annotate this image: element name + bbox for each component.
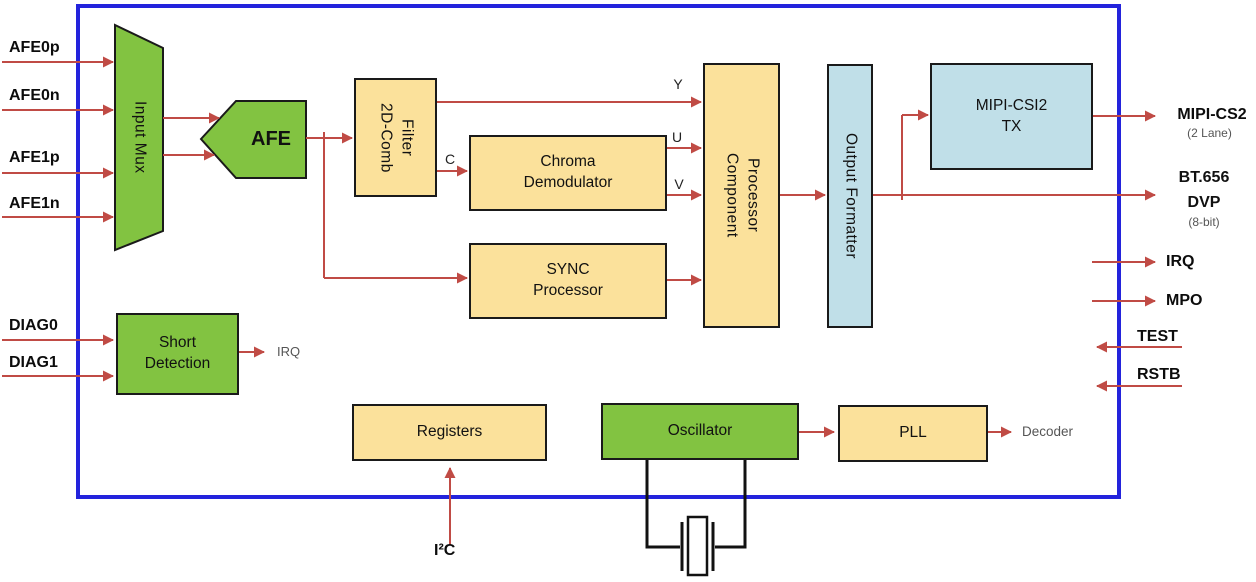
signal-label-decoder: Decoder bbox=[1022, 424, 1074, 439]
port-label-bt656-group: BT.656 DVP (8-bit) bbox=[1156, 167, 1252, 230]
block-short-detection-label: Short Detection bbox=[144, 334, 211, 372]
block-output-formatter: Output Formatter bbox=[827, 64, 873, 328]
signal-label-u: U bbox=[671, 129, 683, 145]
port-label-rstb: RSTB bbox=[1137, 366, 1181, 383]
port-label-afe0p: AFE0p bbox=[9, 39, 60, 56]
port-label-mipi-cs2: MIPI-CS2 bbox=[1177, 106, 1247, 123]
signal-label-v: V bbox=[674, 176, 684, 192]
port-label-afe1p: AFE1p bbox=[9, 149, 60, 166]
signal-label-irq-short: IRQ bbox=[277, 344, 301, 359]
block-short-detection: Short Detection bbox=[116, 313, 239, 395]
crystal-symbol bbox=[645, 458, 747, 577]
port-sublabel-2-lane: (2 Lane) bbox=[1187, 126, 1232, 140]
block-input-mux: Input Mux bbox=[117, 25, 162, 250]
signal-label-c: C bbox=[444, 151, 456, 167]
port-label-dvp: DVP bbox=[1187, 194, 1221, 211]
port-label-diag0: DIAG0 bbox=[9, 317, 58, 334]
block-mipi-csi2-tx: MIPI-CSI2 TX bbox=[930, 63, 1093, 170]
port-label-test: TEST bbox=[1137, 328, 1178, 345]
block-chroma-demodulator-label: Chroma Demodulator bbox=[523, 153, 613, 191]
port-label-afe1n: AFE1n bbox=[9, 195, 60, 212]
chip-boundary bbox=[76, 4, 1121, 499]
block-mipi-csi2-tx-label: MIPI-CSI2 TX bbox=[975, 96, 1048, 135]
block-registers: Registers bbox=[352, 404, 547, 461]
port-sublabel-8-bit: (8-bit) bbox=[1188, 215, 1220, 229]
block-sync-processor-label: SYNC Processor bbox=[533, 261, 603, 299]
port-label-mpo: MPO bbox=[1166, 292, 1203, 309]
block-oscillator-label: Oscillator bbox=[667, 422, 733, 440]
port-label-irq: IRQ bbox=[1166, 253, 1195, 270]
block-afe-label: AFE bbox=[251, 128, 291, 150]
block-component-processor: Component Processor bbox=[703, 63, 780, 328]
block-input-mux-label: Input Mux bbox=[131, 101, 149, 174]
block-sync-processor: SYNC Processor bbox=[469, 243, 667, 319]
port-label-bt656: BT.656 bbox=[1178, 169, 1230, 186]
block-registers-label: Registers bbox=[416, 423, 483, 441]
crystal-wire-left bbox=[645, 458, 680, 549]
block-oscillator: Oscillator bbox=[601, 403, 799, 460]
crystal-wire-right bbox=[715, 458, 747, 549]
block-pll-label: PLL bbox=[899, 424, 927, 442]
block-2d-comb-filter-label: 2D-Comb Filter bbox=[377, 102, 416, 173]
port-label-i2c: I²C bbox=[434, 542, 456, 559]
block-chroma-demodulator: Chroma Demodulator bbox=[469, 135, 667, 211]
block-afe-shape bbox=[199, 100, 307, 179]
block-input-mux-shape bbox=[114, 23, 164, 252]
block-component-processor-label: Component Processor bbox=[723, 153, 762, 238]
block-afe: AFE bbox=[236, 101, 306, 178]
block-pll: PLL bbox=[838, 405, 988, 462]
block-2d-comb-filter: 2D-Comb Filter bbox=[354, 78, 437, 197]
port-label-diag1: DIAG1 bbox=[9, 354, 58, 371]
signal-label-y: Y bbox=[673, 76, 683, 92]
crystal-body bbox=[686, 515, 709, 577]
block-output-formatter-label: Output Formatter bbox=[842, 132, 860, 259]
port-label-afe0n: AFE0n bbox=[9, 87, 60, 104]
